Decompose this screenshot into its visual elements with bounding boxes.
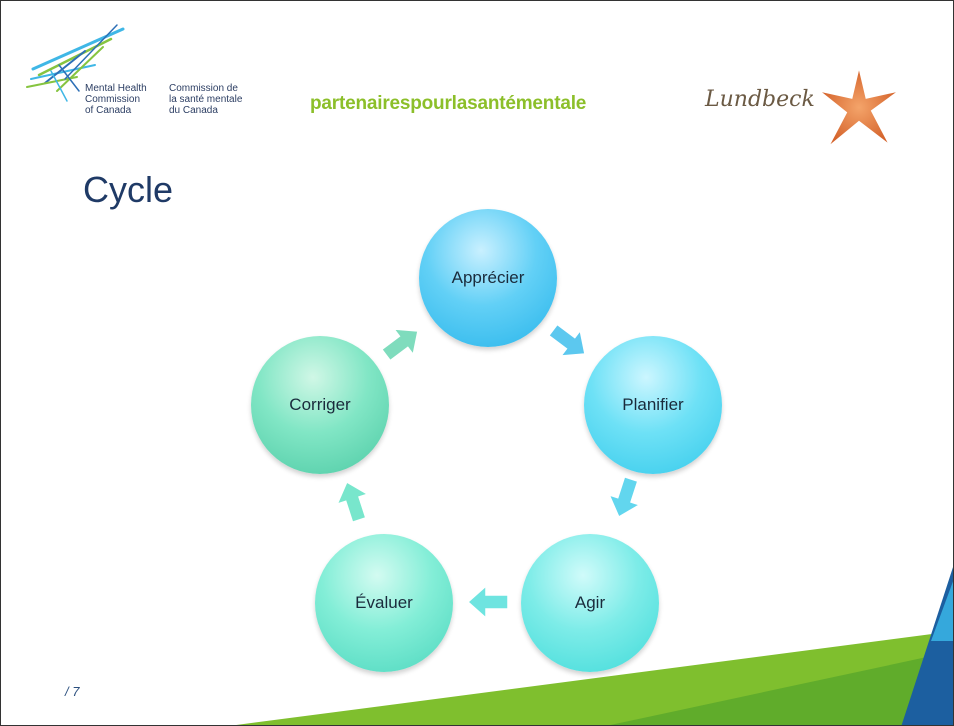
partners-tagline: partenairespourlasantémentale [310,93,587,114]
footer-light-green-swoosh [610,651,953,725]
cycle-node-apprecier: Apprécier [419,209,557,347]
footer-blue-wedge [901,567,953,725]
footer-cyan-wedge [931,581,953,641]
starfish-icon [822,70,896,145]
mhcc-fr-line: la santé mentale [169,94,243,105]
mhcc-name-french: Commission de la santé mentale du Canada [169,83,242,116]
mhcc-en-line: Commission [85,94,141,105]
lundbeck-logo-text: Lundbeck [705,87,815,112]
mhcc-fr-line: Commission de [169,83,238,94]
slide-title: Cycle [83,169,174,210]
mhcc-fr-line: du Canada [169,105,218,116]
cycle-node-agir: Agir [521,534,659,672]
cycle-node-corriger: Corriger [251,336,389,474]
mhcc-logo-icon [26,24,125,102]
mhcc-name-english: Mental Health Commission of Canada [85,83,147,116]
mhcc-en-line: of Canada [85,105,132,116]
cycle-node-planifier: Planifier [584,336,722,474]
mhcc-en-line: Mental Health [85,83,147,94]
page-number: / 7 [65,684,80,699]
cycle-node-evaluer: Évaluer [315,534,453,672]
